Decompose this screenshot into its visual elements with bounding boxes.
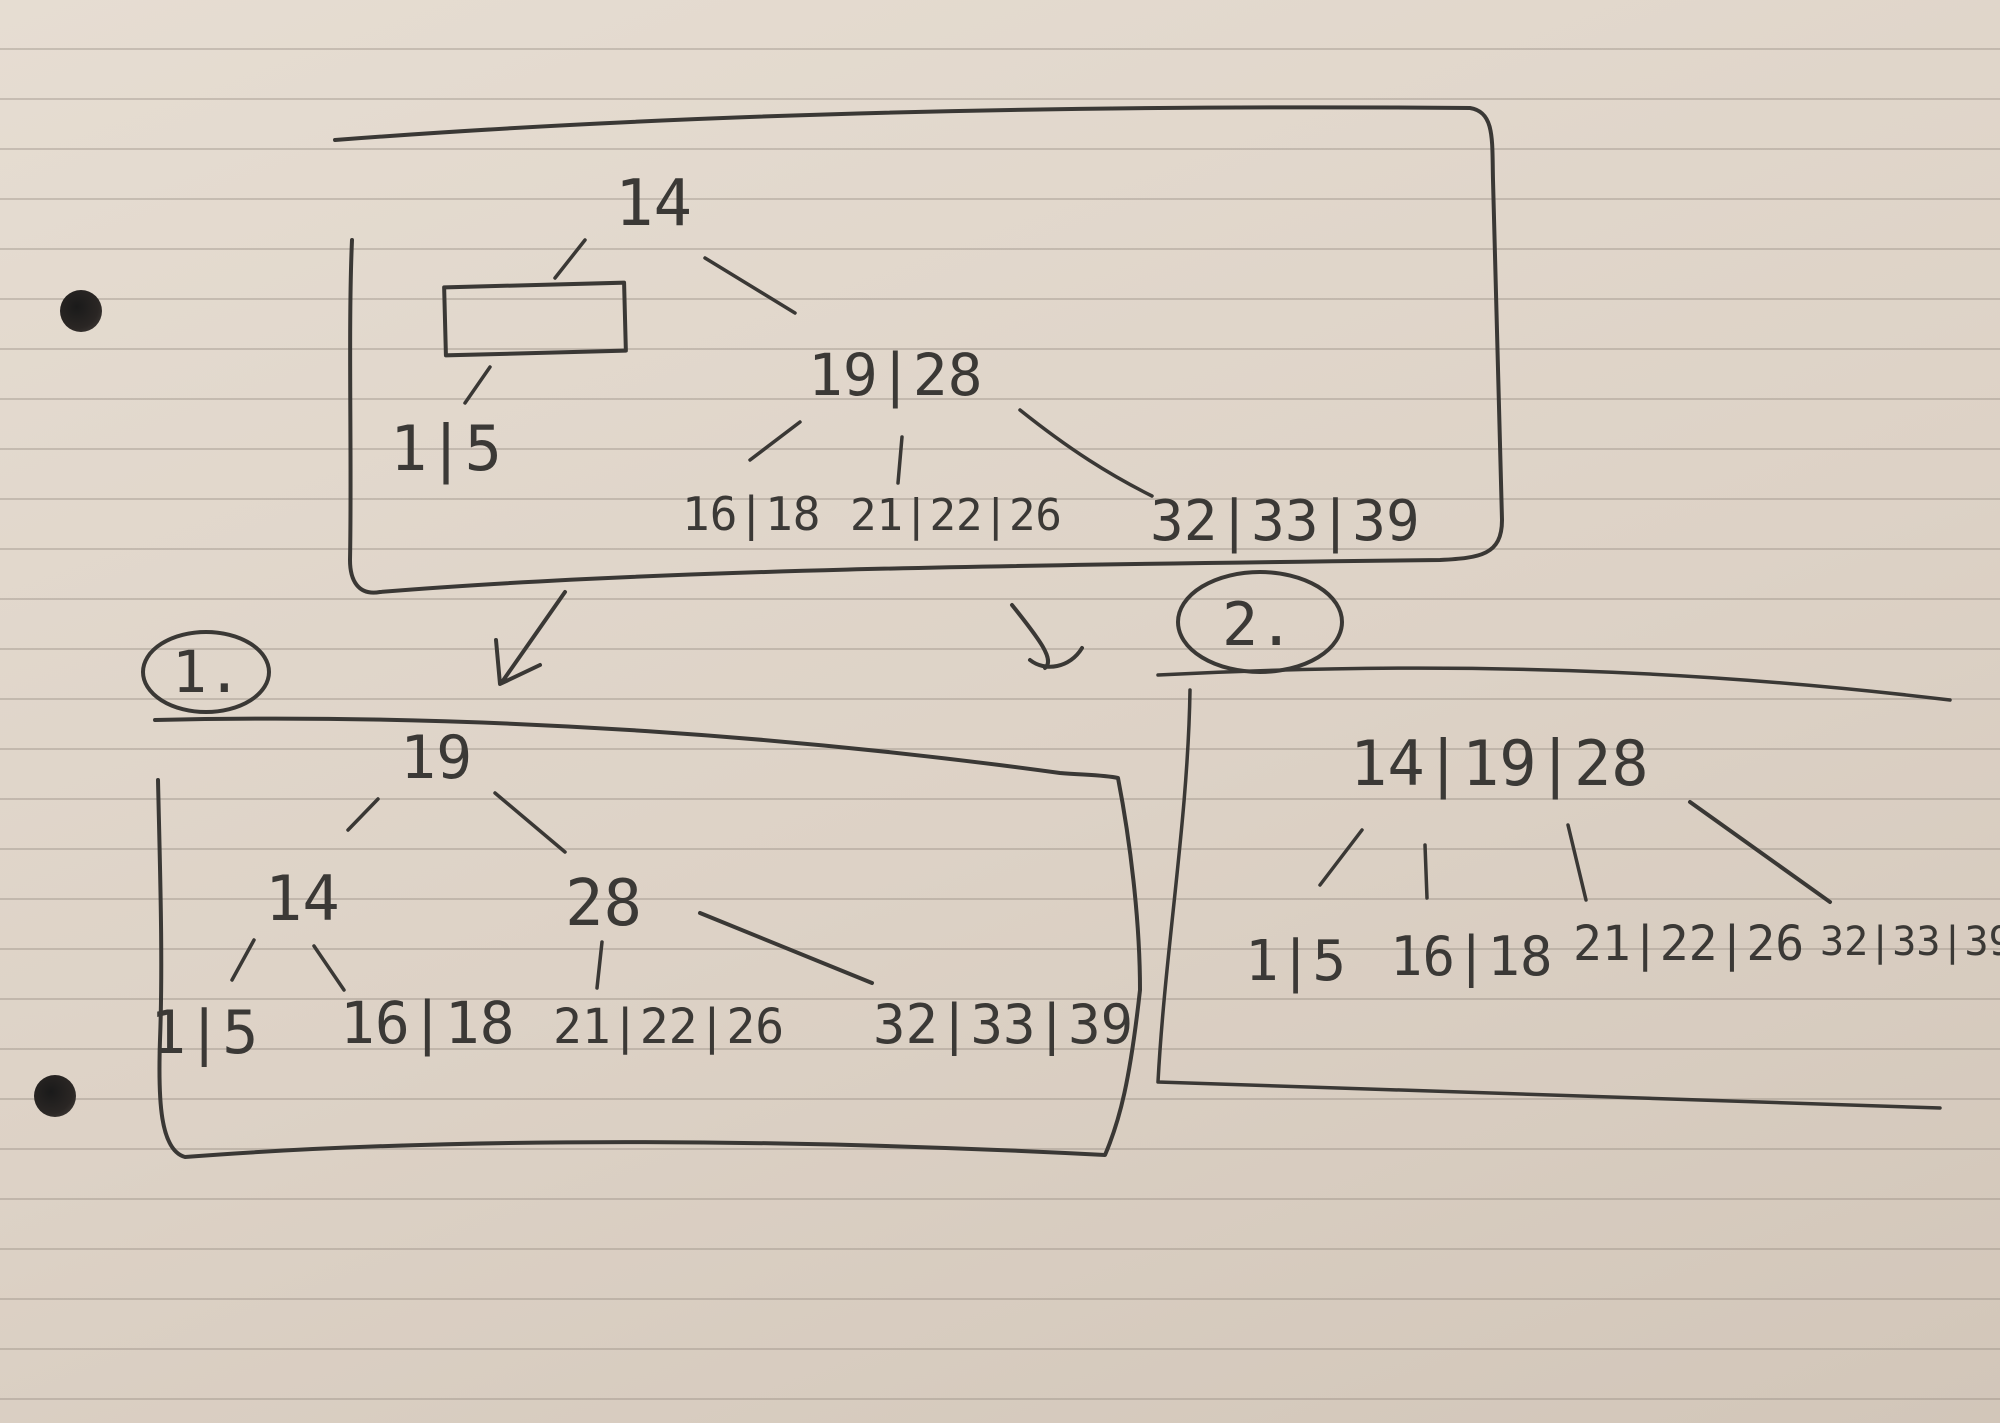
- option-2-frame: [1156, 666, 1952, 1110]
- top-node-19-28-label: 19|28: [808, 341, 983, 409]
- top-leaf-32-33-39-label: 32|33|39: [1150, 489, 1420, 554]
- opt1-edge-root-left: [346, 797, 380, 832]
- opt2-edge-1: [1318, 828, 1364, 887]
- opt1-leaf-1-5-label: 1|5: [150, 998, 258, 1068]
- option-1-label: 1.: [172, 638, 242, 706]
- opt2-leaf-21-22-26-label: 21|22|26: [1573, 916, 1804, 972]
- opt1-edge-14-right: [312, 944, 346, 992]
- top-leaf-21-22-26-label: 21|22|26: [850, 490, 1062, 541]
- opt1-edge-root-right: [493, 791, 567, 854]
- opt2-edge-2: [1423, 843, 1429, 900]
- top-edge-box-leaf: [463, 365, 492, 405]
- top-frame: [333, 105, 1504, 595]
- top-left-leaf-label: 1|5: [390, 412, 502, 486]
- option-1-frame: [153, 716, 1142, 1159]
- punch-hole-bottom: [34, 1075, 76, 1117]
- opt1-leaf-32-33-39-label: 32|33|39: [873, 993, 1133, 1056]
- top-edge-root-left: [553, 238, 587, 280]
- arrow-to-option-2: [1010, 603, 1084, 670]
- option-2-label: 2.: [1222, 590, 1294, 660]
- opt2-edge-3: [1566, 823, 1588, 902]
- top-root-label: 14: [615, 167, 692, 241]
- opt1-edge-28-right: [698, 911, 874, 985]
- opt1-node-14-label: 14: [265, 862, 340, 935]
- opt1-root-label: 19: [400, 723, 472, 793]
- arrow-to-option-1: [494, 590, 567, 686]
- top-edge-19-28-right: [1018, 408, 1154, 498]
- opt2-leaf-1-5-label: 1|5: [1245, 929, 1346, 994]
- opt1-leaf-16-18-label: 16|18: [340, 989, 515, 1057]
- empty-node-box: [442, 280, 628, 358]
- opt2-leaf-16-18-label: 16|18: [1390, 925, 1553, 988]
- opt1-leaf-21-22-26-label: 21|22|26: [553, 999, 784, 1055]
- opt1-edge-28-left: [595, 940, 604, 990]
- option-1-circle: [141, 630, 271, 714]
- opt1-node-28-label: 28: [565, 867, 642, 941]
- top-edge-root-right: [703, 256, 797, 315]
- top-edge-19-28-left: [748, 420, 802, 462]
- opt1-edge-14-left: [230, 938, 256, 982]
- punch-hole-top: [60, 290, 102, 332]
- opt2-edge-4: [1688, 800, 1832, 904]
- top-leaf-16-18-label: 16|18: [682, 487, 820, 542]
- opt2-leaf-32-33-39-label: 32|33|39: [1820, 919, 2000, 965]
- opt2-root-label: 14|19|28: [1350, 727, 1649, 801]
- top-edge-19-28-mid: [896, 435, 904, 485]
